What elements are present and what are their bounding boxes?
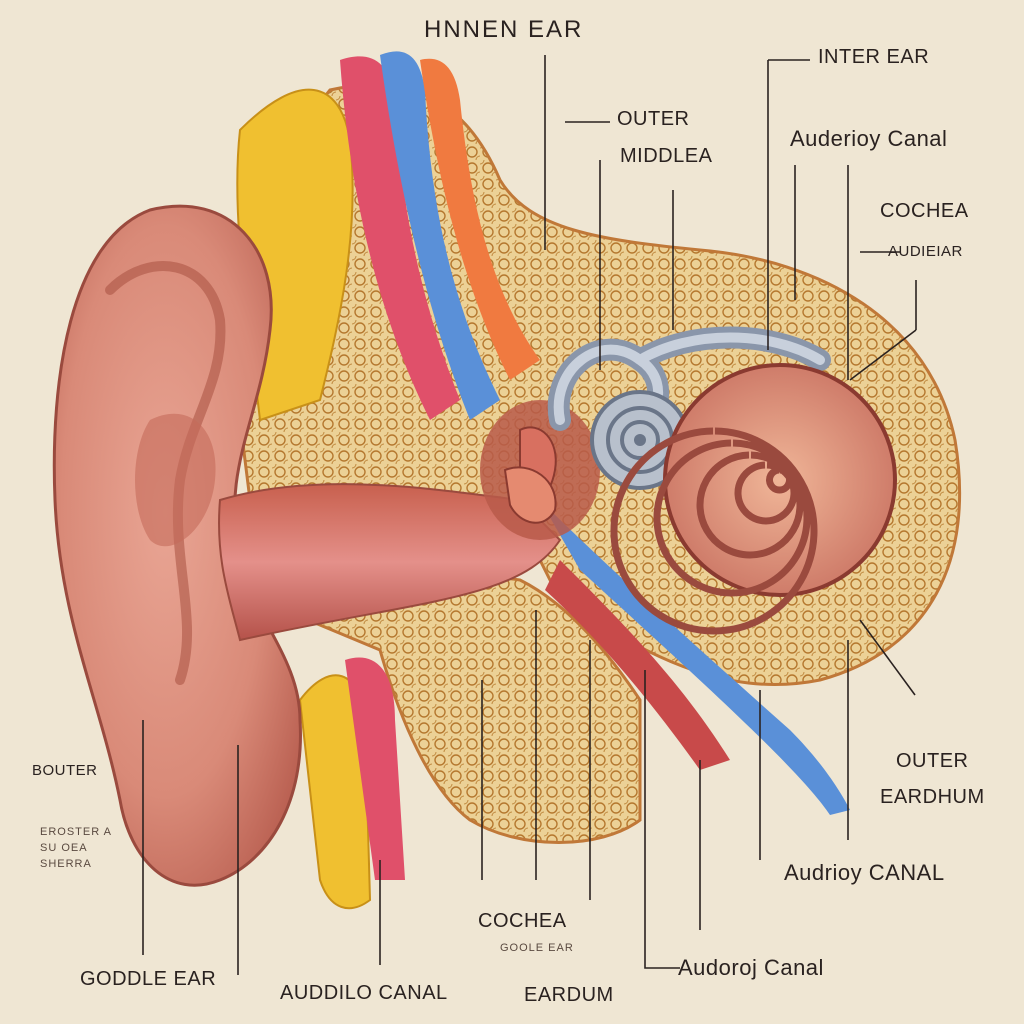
ossicle-stapes (503, 466, 557, 524)
orange-band-upper (420, 58, 540, 381)
label-auderioy-canal: Auderioy Canal (790, 126, 948, 151)
cochlea (663, 363, 897, 597)
label-audieiar: AUDIEIAR (888, 243, 963, 260)
label-inter-ear: INTER EAR (818, 46, 930, 68)
leader-lines (142, 55, 917, 975)
red-band-lower (345, 657, 405, 880)
label-cochea-bottom: COCHEA (478, 910, 567, 932)
label-left-small-2: SU OEA (40, 842, 88, 854)
label-outer-right: OUTER (896, 750, 969, 772)
ear-canal (218, 483, 562, 642)
label-eardum: EARDUM (524, 984, 614, 1006)
cochlea-spiral (610, 427, 818, 635)
diagram-title: HNNEN EAR (424, 16, 584, 43)
label-goddle-ear: GODDLE EAR (80, 968, 217, 990)
label-middlea: MIDDLEA (620, 145, 713, 167)
red-band-upper (340, 56, 460, 421)
label-outer-top: OUTER (617, 108, 690, 130)
label-cochea-sub: GOOLE EAR (500, 942, 574, 954)
blue-band-diagonal (540, 500, 850, 815)
label-bouter-left: BOUTER (32, 762, 98, 779)
label-audoroj-canal: Audoroj Canal (678, 955, 824, 980)
label-auddilo-canal: AUDDILO CANAL (280, 982, 448, 1004)
helix-fold (105, 261, 226, 685)
blue-band-upper (380, 51, 500, 420)
label-cochea-right: COCHEA (880, 200, 969, 222)
red-band-diagonal (545, 560, 730, 770)
label-audrioy-canal: Audrioy CANAL (784, 860, 945, 885)
label-eardhum: EARDHUM (880, 786, 985, 808)
label-left-small-3: SHERRA (40, 858, 92, 870)
label-left-small-1: EROSTER A (40, 826, 112, 838)
concha (135, 413, 216, 547)
